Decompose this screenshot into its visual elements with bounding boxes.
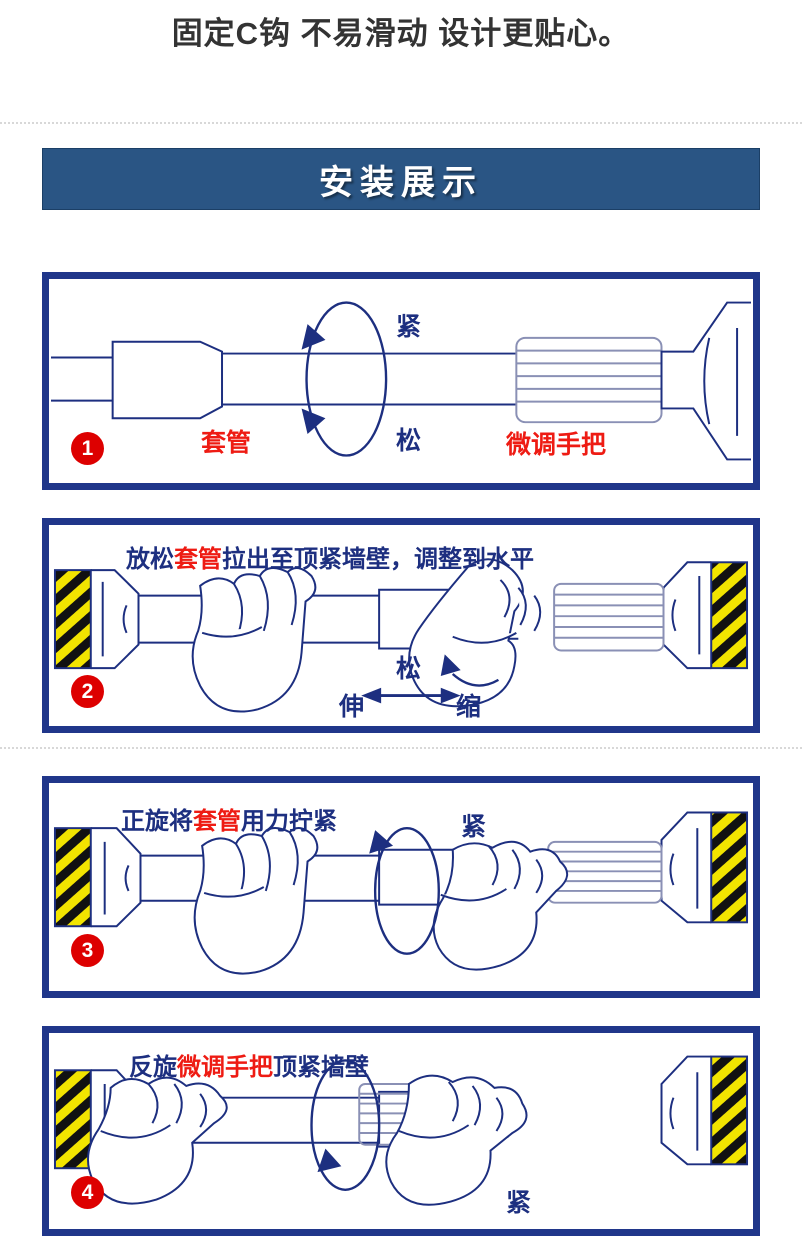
step-panel-3: 正旋将套管用力拧紧 紧 3 [42, 776, 760, 998]
step-1-number-badge: 1 [71, 432, 104, 465]
step-panel-3-inner: 正旋将套管用力拧紧 紧 3 [49, 783, 753, 991]
step-panel-1: 紧 松 套管 微调手把 1 [42, 272, 760, 490]
step-4-label-tighten: 紧 [506, 1189, 532, 1217]
step-panel-4: 反旋微调手把顶紧墙壁 紧 4 [42, 1026, 760, 1236]
step-2-label-retract: 缩 [456, 693, 482, 721]
step-2-label-extend: 伸 [339, 693, 365, 721]
step-3-caption-part-1: 正旋将 [121, 808, 193, 835]
step-panel-2: 放松套管拉出至顶紧墙壁，调整到水平 松 伸 缩 2 [42, 518, 760, 733]
divider-top [0, 122, 802, 124]
step-2-label-loosen: 松 [396, 655, 422, 683]
step-2-caption-part-1: 放松 [126, 546, 174, 573]
step-1-label-adjust-knob: 微调手把 [506, 431, 607, 459]
divider-middle [0, 747, 802, 749]
step-2-caption-part-3: 拉出至顶紧墙壁，调整到水平 [222, 546, 534, 573]
step-3-caption-part-3: 用力拧紧 [241, 808, 337, 835]
step-panel-2-inner: 放松套管拉出至顶紧墙壁，调整到水平 松 伸 缩 2 [49, 525, 753, 726]
step-panel-1-inner: 紧 松 套管 微调手把 1 [49, 279, 753, 483]
step-2-caption: 放松套管拉出至顶紧墙壁，调整到水平 [126, 539, 534, 574]
step-3-label-tighten: 紧 [461, 813, 487, 841]
step-2-caption-highlight: 套管 [174, 546, 222, 573]
step-4-caption-part-1: 反旋 [129, 1054, 177, 1081]
step-4-caption-part-3: 顶紧墙壁 [273, 1054, 369, 1081]
section-banner: 安装展示 [42, 148, 760, 210]
step-4-number-badge: 4 [71, 1176, 104, 1209]
step-4-caption: 反旋微调手把顶紧墙壁 [129, 1047, 369, 1082]
step-1-label-sleeve: 套管 [201, 429, 252, 457]
step-2-number-badge: 2 [71, 675, 104, 708]
step-4-caption-highlight: 微调手把 [177, 1054, 273, 1081]
step-1-label-loosen: 松 [396, 427, 422, 455]
step-panel-4-inner: 反旋微调手把顶紧墙壁 紧 4 [49, 1033, 753, 1229]
step-3-caption-highlight: 套管 [193, 808, 241, 835]
page-title: 固定C钩 不易滑动 设计更贴心。 [171, 16, 631, 51]
section-banner-title: 安装展示 [319, 163, 483, 202]
step-1-label-tighten: 紧 [396, 313, 422, 341]
step-3-caption: 正旋将套管用力拧紧 [121, 801, 337, 836]
step-3-number-badge: 3 [71, 934, 104, 967]
